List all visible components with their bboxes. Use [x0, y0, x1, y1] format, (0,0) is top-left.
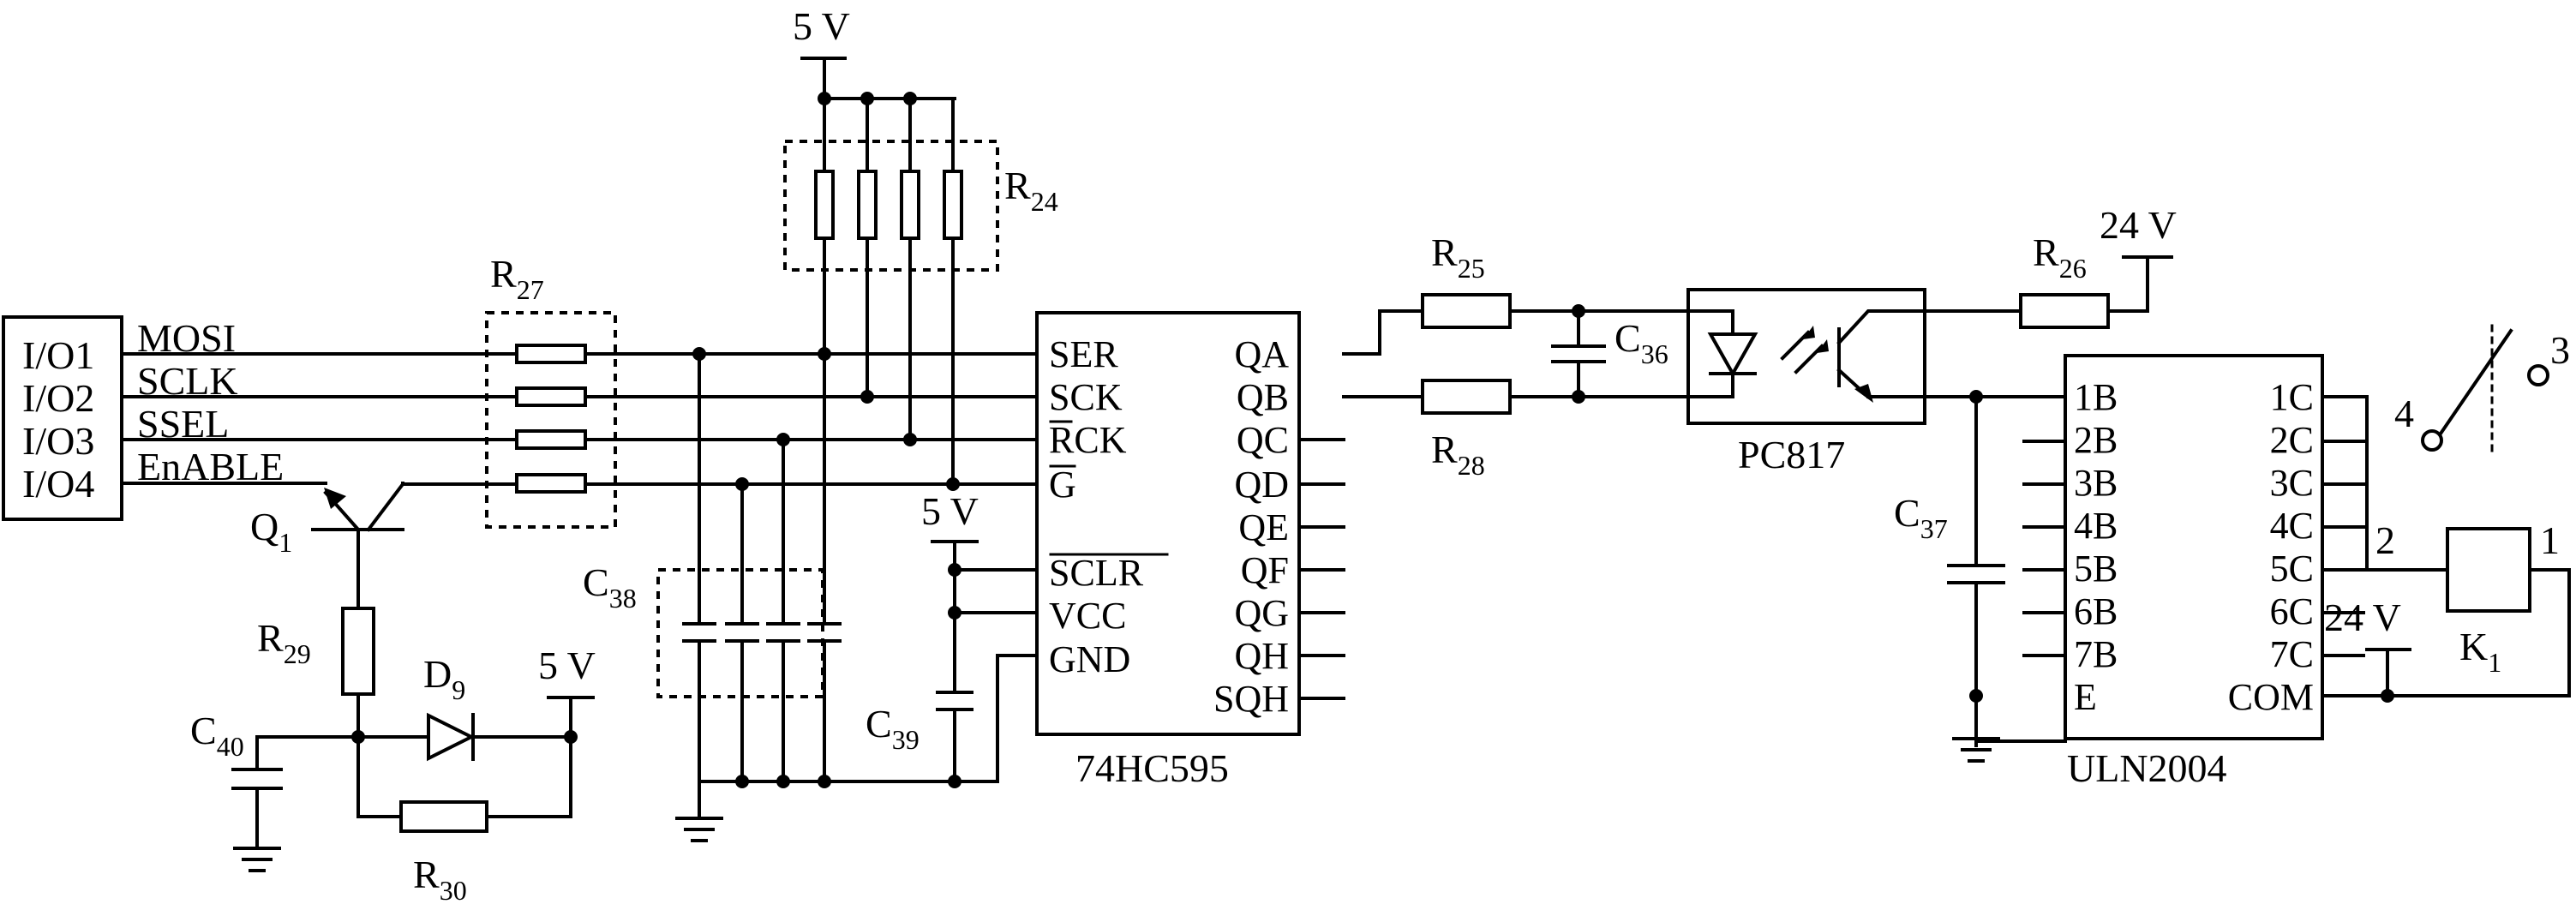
- r29-label: R29: [257, 616, 311, 669]
- pin-qb: QB: [1237, 376, 1289, 418]
- c38-label: C38: [583, 560, 637, 614]
- resistor-array-r27: R27: [485, 252, 617, 529]
- r28-label: R28: [1431, 428, 1485, 481]
- pin-7b: 7B: [2074, 633, 2118, 675]
- pin-7c: 7C: [2270, 633, 2314, 675]
- pullup-network-r24: 5 V R24: [783, 4, 1058, 486]
- capacitor-array-c38: C38: [583, 352, 999, 842]
- pin-g: G: [1049, 464, 1076, 506]
- driver-uln2004: 1B 2B 3B 4B 5B 6B 7B E 1C 2C 3C 4C 5C 6C…: [2022, 354, 2365, 790]
- r25-label: R25: [1431, 230, 1485, 284]
- r30-label: R30: [413, 853, 467, 906]
- relay-pin-2: 2: [2375, 518, 2395, 562]
- c37-label: C37: [1894, 491, 1948, 544]
- relay-pin-3: 3: [2550, 328, 2570, 372]
- optocoupler-label: PC817: [1738, 433, 1845, 476]
- pin-qa: QA: [1234, 333, 1289, 375]
- pin-6b: 6B: [2074, 590, 2118, 632]
- signal-enable: EnABLE: [137, 445, 284, 488]
- pin-4c: 4C: [2270, 505, 2314, 547]
- supply-24v-top: 24 V: [2100, 203, 2177, 247]
- pullup-r26: 24 V R26: [2019, 203, 2177, 329]
- pin-3b: 3B: [2074, 462, 2118, 504]
- optocoupler-pc817: PC817: [1685, 288, 2067, 476]
- pin-5b: 5B: [2074, 548, 2118, 590]
- pin-qd: QD: [1234, 464, 1289, 506]
- supply-5v-diode: 5 V: [538, 644, 596, 687]
- io-connector: I/O1 I/O2 I/O3 I/O4: [2, 315, 123, 521]
- c40-label: C40: [190, 709, 244, 762]
- pin-sck: SCK: [1049, 376, 1123, 418]
- connector-pin-io3: I/O3: [22, 419, 94, 463]
- relay-k1: 24 V K1 2 1 4 3: [2321, 324, 2571, 697]
- pin-ser: SER: [1049, 333, 1118, 375]
- connector-pin-io1: I/O1: [22, 333, 94, 377]
- pin-5c: 5C: [2270, 548, 2314, 590]
- pin-gnd: GND: [1049, 638, 1130, 680]
- enable-delay-network: 5 V D9 R30 C40: [190, 644, 596, 906]
- ground-symbol-c37: [1952, 697, 2000, 763]
- d9-label: D9: [423, 652, 465, 705]
- vcc-decoupling-c39: 5 V C39: [866, 489, 1039, 783]
- pin-qe: QE: [1238, 506, 1289, 548]
- supply-5v-top: 5 V: [793, 4, 850, 48]
- connector-pin-io4: I/O4: [22, 462, 94, 506]
- pin-6c: 6C: [2270, 590, 2314, 632]
- c36-label: C36: [1614, 316, 1668, 369]
- relay-pin-1: 1: [2540, 518, 2560, 562]
- pin-rck: RCK: [1049, 419, 1127, 461]
- pin-2c: 2C: [2270, 419, 2314, 461]
- pin-com: COM: [2228, 676, 2314, 718]
- q1-label: Q1: [250, 505, 292, 558]
- pin-qc: QC: [1237, 419, 1289, 461]
- connector-pin-io2: I/O2: [22, 376, 94, 420]
- pin-vcc: VCC: [1049, 595, 1126, 637]
- relay-pin-4: 4: [2394, 392, 2414, 435]
- pin-qf: QF: [1241, 549, 1289, 591]
- supply-24v-relay: 24 V: [2324, 596, 2401, 639]
- pin-2b: 2B: [2074, 419, 2118, 461]
- pin-qh: QH: [1234, 635, 1289, 677]
- pin-sclr: SCLR: [1049, 552, 1144, 594]
- c39-label: C39: [866, 702, 920, 755]
- pin-qg: QG: [1234, 592, 1289, 634]
- k1-label: K1: [2459, 625, 2501, 678]
- junction-dots: [351, 92, 2394, 788]
- shift-register-74hc595: SER SCK RCK G SCLR VCC GND QA QB QC QD Q…: [1035, 311, 1345, 790]
- pin-1b: 1B: [2074, 376, 2118, 418]
- output-filter: R25 R28 C36: [1342, 230, 1690, 481]
- pin-4b: 4B: [2074, 505, 2118, 547]
- transistor-q1: Q1 R29: [250, 482, 405, 818]
- r26-label: R26: [2033, 230, 2087, 284]
- r27-label: R27: [490, 252, 544, 305]
- pin-1c: 1C: [2270, 376, 2314, 418]
- pin-3c: 3C: [2270, 462, 2314, 504]
- r24-label: R24: [1004, 164, 1058, 217]
- pin-sqh: SQH: [1213, 678, 1289, 720]
- pin-e: E: [2074, 676, 2097, 718]
- driver-label: ULN2004: [2067, 746, 2227, 790]
- shift-register-label: 74HC595: [1075, 746, 1229, 790]
- supply-5v-ic: 5 V: [921, 489, 979, 533]
